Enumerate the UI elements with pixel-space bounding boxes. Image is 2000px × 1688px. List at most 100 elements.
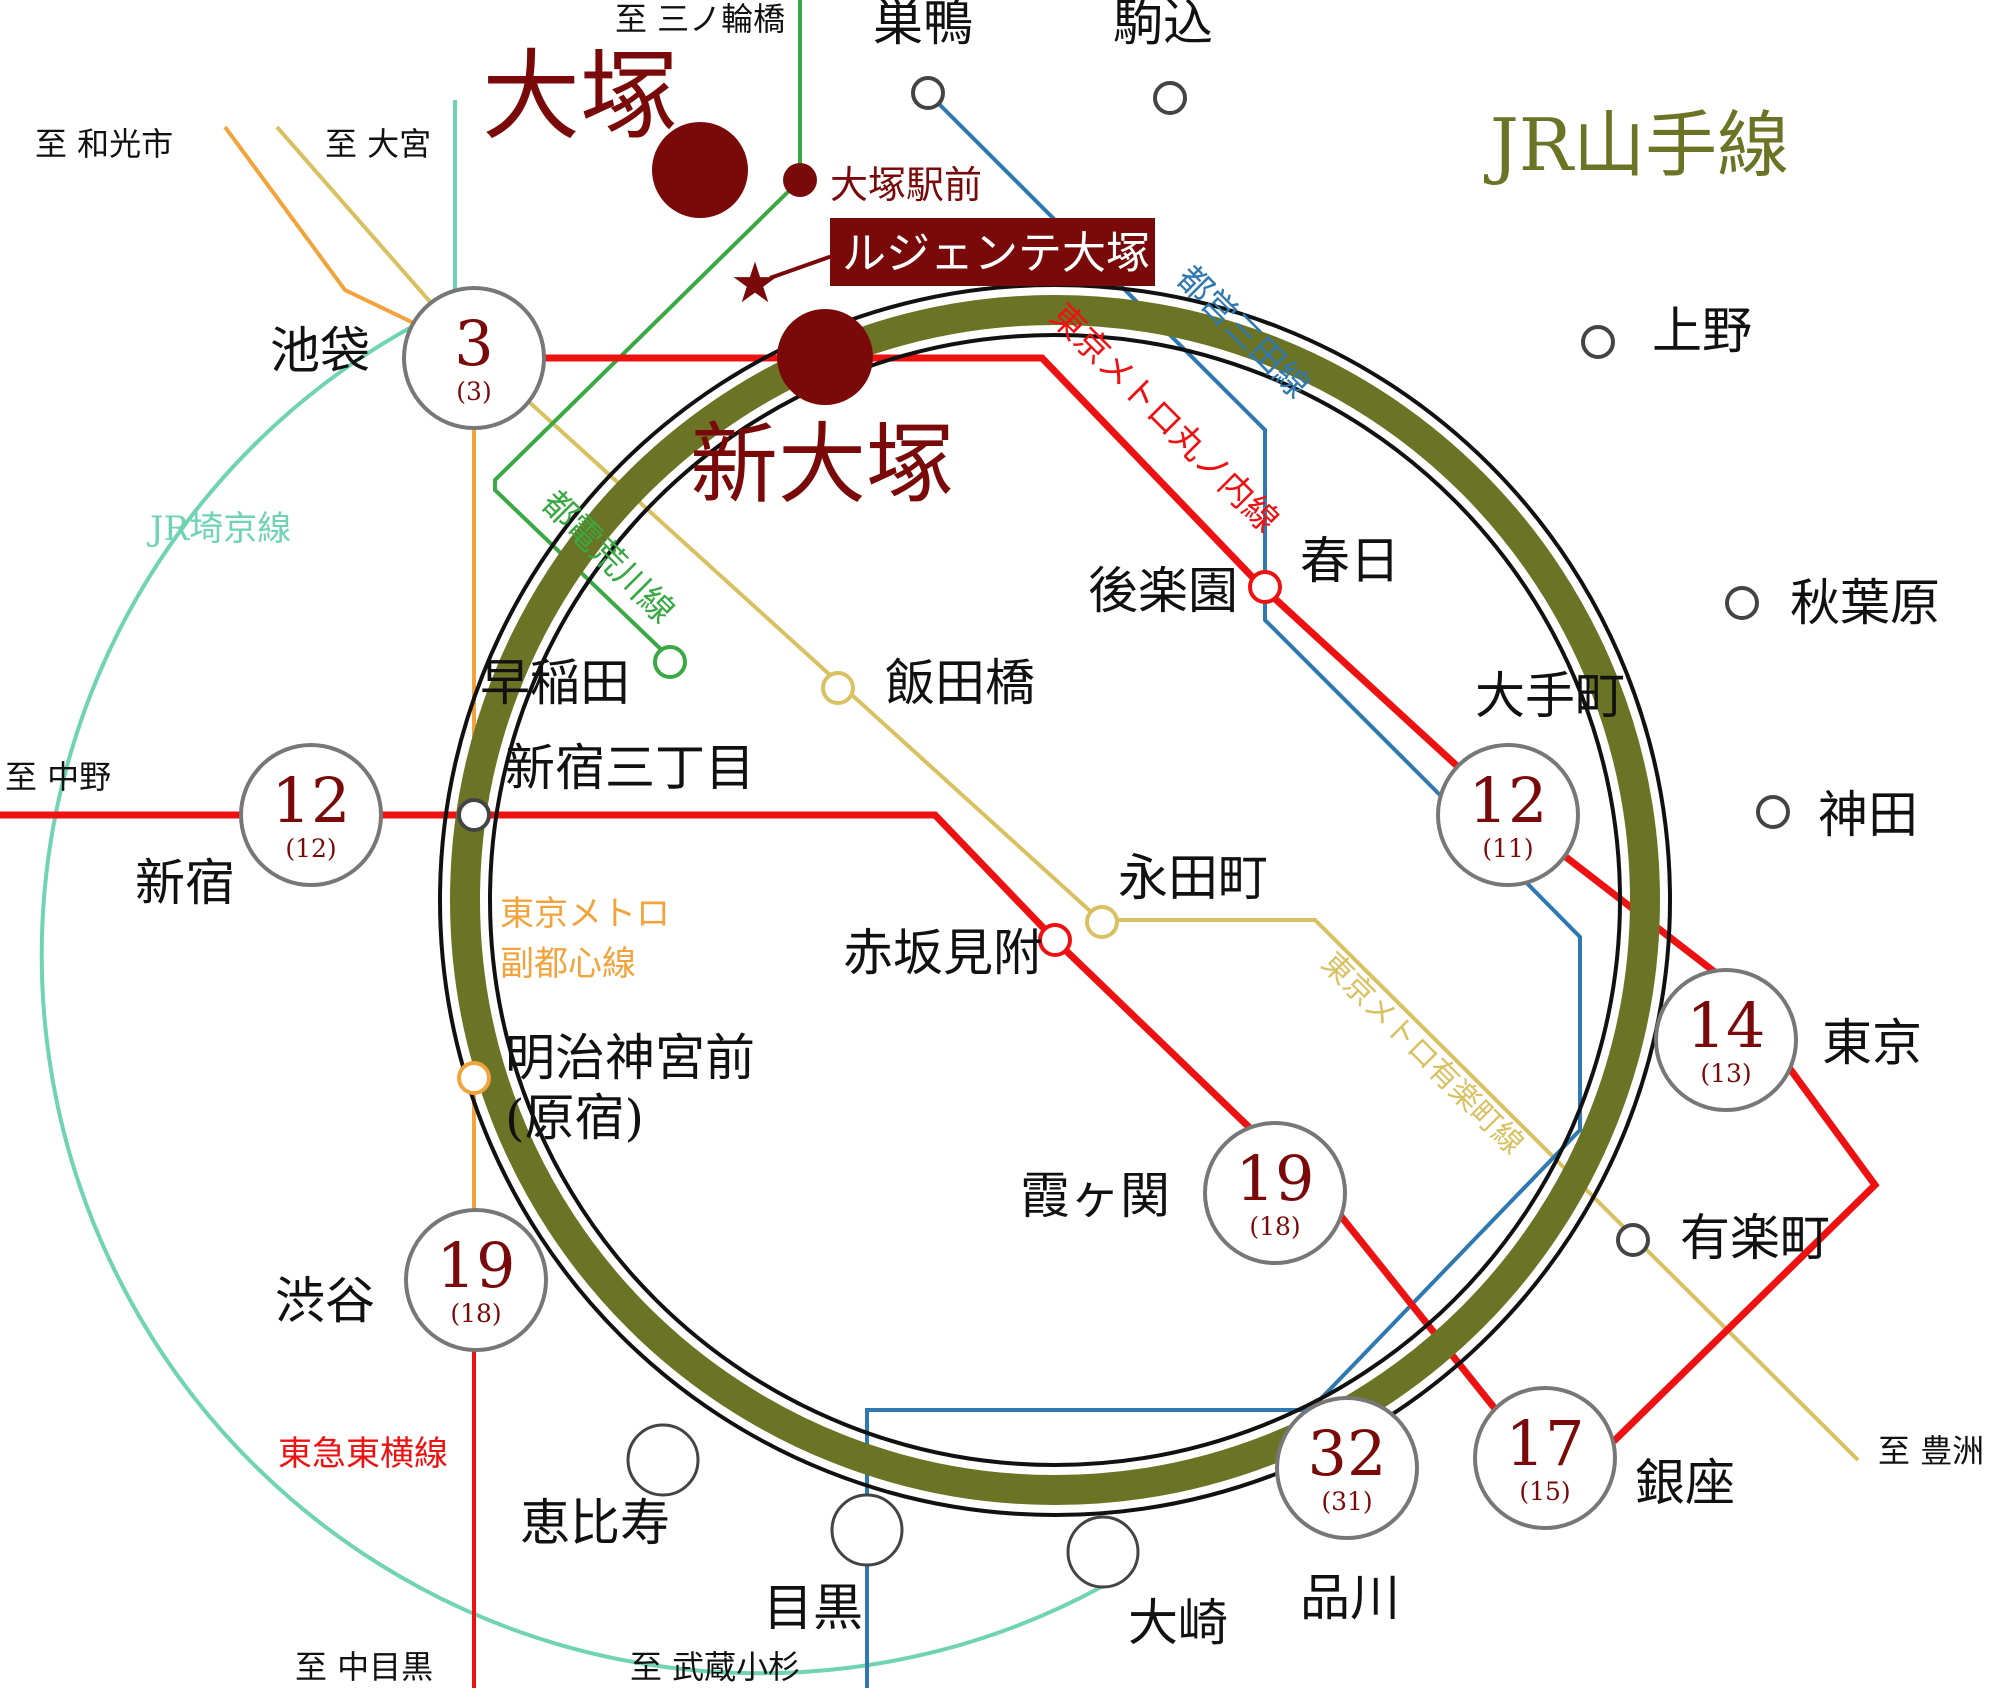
property-label: ルジェンテ大塚 (842, 228, 1150, 279)
sugamo-marker (911, 76, 945, 110)
fukutoshin-label-1: 東京メトロ (500, 894, 670, 934)
time-circle-tokyo-disc (1654, 968, 1798, 1112)
time-circle-shibuya-disc (404, 1208, 548, 1352)
yurakucho-label: 有楽町 (1680, 1209, 1830, 1267)
shin-otsuka-station-dot (777, 309, 873, 405)
property-star: ★ (730, 251, 780, 316)
time-shinagawa-sub: (31) (1321, 1487, 1372, 1516)
yamanote-ring (450, 295, 1660, 1505)
time-shinjuku-minutes: 12 (272, 764, 351, 837)
time-shibuya-minutes: 19 (437, 1229, 516, 1302)
time-circle-ikebukuro: 3 (3) (402, 286, 546, 430)
shibuya-label: 渋谷 (275, 1272, 375, 1330)
nagatacho-label: 永田町 (1118, 849, 1268, 907)
otsuka-station-dot (652, 122, 748, 218)
property-label-box (830, 218, 1155, 286)
time-ikebukuro-minutes: 3 (454, 307, 493, 380)
yurakucho-marker (1616, 1223, 1650, 1257)
time-circle-shinagawa-disc (1275, 1396, 1419, 1540)
saikyo-line-label: JR埼京線 (147, 509, 291, 549)
yamanote-ring-inner-rim (488, 333, 1622, 1467)
mita-line (865, 93, 1582, 1688)
otsuka-ekimae-dot (783, 163, 817, 197)
tokyo-label: 東京 (1822, 1014, 1922, 1072)
meguro-marker (830, 1493, 904, 1567)
kasuga-label: 春日 (1300, 532, 1400, 590)
iidabashi-marker (821, 671, 855, 705)
akasaka-mitsuke-marker (1038, 923, 1072, 957)
osaki-marker (1066, 1515, 1140, 1589)
shin-otsuka-label: 新大塚 (690, 413, 954, 516)
komagome-label: 駒込 (1113, 0, 1213, 52)
fukutoshin-label-2: 副都心線 (500, 944, 636, 984)
time-circle-kasumigaseki-disc (1203, 1121, 1347, 1265)
waseda-label: 早稲田 (480, 654, 630, 712)
time-circle-ginza-disc (1473, 1386, 1617, 1530)
time-circle-otemachi-disc (1436, 743, 1580, 887)
marunouchi-line (0, 354, 1880, 1444)
time-ginza-minutes: 17 (1506, 1407, 1585, 1480)
time-tokyo-sub: (13) (1700, 1059, 1751, 1088)
meiji-jingumae-sub-label: (原宿) (505, 1089, 644, 1147)
time-circle-shinjuku: 12 (12) (239, 743, 383, 887)
terminal-omiya: 至 大宮 (325, 125, 431, 163)
time-ginza-sub: (15) (1519, 1477, 1570, 1506)
nagatacho-marker (1085, 905, 1119, 939)
toyoko-label: 東急東横線 (278, 1434, 448, 1474)
time-ikebukuro-sub: (3) (456, 377, 491, 406)
ebisu-marker (626, 1423, 700, 1497)
time-kasumigaseki-sub: (18) (1249, 1212, 1300, 1241)
station-markers (457, 76, 1790, 1257)
terminal-toyosu: 至 豊洲 (1878, 1432, 1984, 1470)
ueno-label: 上野 (1652, 302, 1752, 360)
time-circle-ikebukuro-disc (402, 286, 546, 430)
sugamo-label: 巣鴨 (873, 0, 973, 52)
terminal-musashikosugi: 至 武蔵小杉 (630, 1648, 800, 1686)
akihabara-label: 秋葉原 (1790, 574, 1940, 632)
property-leader (769, 253, 836, 280)
otemachi-label: 大手町 (1475, 667, 1625, 725)
time-circle-kasumigaseki: 19 (18) (1203, 1121, 1347, 1265)
kanda-marker (1756, 795, 1790, 829)
korakuen-label: 後楽園 (1088, 562, 1238, 620)
terminal-wakoshi: 至 和光市 (35, 125, 173, 163)
time-otemachi-sub: (11) (1482, 834, 1533, 863)
yamanote-title: JR山手線 (1483, 103, 1789, 187)
terminal-nakano: 至 中野 (5, 758, 111, 796)
time-circle-tokyo: 14 (13) (1654, 968, 1798, 1112)
shinjuku-sanchome-label: 新宿三丁目 (505, 739, 755, 797)
shinagawa-label: 品川 (1300, 1569, 1400, 1627)
terminal-minowabashi: 至 三ノ輪橋 (615, 0, 785, 38)
ikebukuro-label: 池袋 (270, 322, 370, 380)
south-station-discs (626, 1423, 1140, 1589)
meiji-jingumae-label: 明治神宮前 (505, 1029, 755, 1087)
meiji-jingumae-marker (457, 1061, 491, 1095)
yurakucho-line-label: 東京メトロ有楽町線 (1314, 946, 1530, 1162)
time-shinagawa-minutes: 32 (1308, 1417, 1387, 1490)
ginza-label: 銀座 (1635, 1454, 1735, 1512)
time-circle-otemachi: 12 (11) (1436, 743, 1580, 887)
shinjuku-sanchome-marker (457, 798, 491, 832)
time-shibuya-sub: (18) (450, 1299, 501, 1328)
shinjuku-label: 新宿 (135, 854, 235, 912)
ueno-marker (1581, 325, 1615, 359)
iidabashi-label: 飯田橋 (885, 654, 1035, 712)
time-kasumigaseki-minutes: 19 (1236, 1142, 1315, 1215)
kanda-label: 神田 (1818, 786, 1918, 844)
komagome-marker (1153, 81, 1187, 115)
arakawa-terminal-marker (653, 645, 687, 679)
otsuka-label: 大塚 (482, 40, 678, 154)
kasumigaseki-label: 霞ヶ関 (1020, 1167, 1170, 1225)
kasuga-marker (1248, 570, 1282, 604)
akihabara-marker (1725, 586, 1759, 620)
meguro-label: 目黒 (763, 1579, 863, 1637)
otsuka-ekimae-label: 大塚駅前 (830, 163, 982, 207)
osaki-label: 大崎 (1128, 1594, 1228, 1652)
ebisu-label: 恵比寿 (520, 1494, 670, 1552)
saikyo-line (39, 323, 1106, 1676)
time-otemachi-minutes: 12 (1469, 764, 1548, 837)
time-circle-shibuya: 19 (18) (404, 1208, 548, 1352)
akasaka-mitsuke-label: 赤坂見附 (843, 924, 1043, 982)
time-shinjuku-sub: (12) (285, 834, 336, 863)
terminal-nakameguro: 至 中目黒 (295, 1648, 433, 1686)
